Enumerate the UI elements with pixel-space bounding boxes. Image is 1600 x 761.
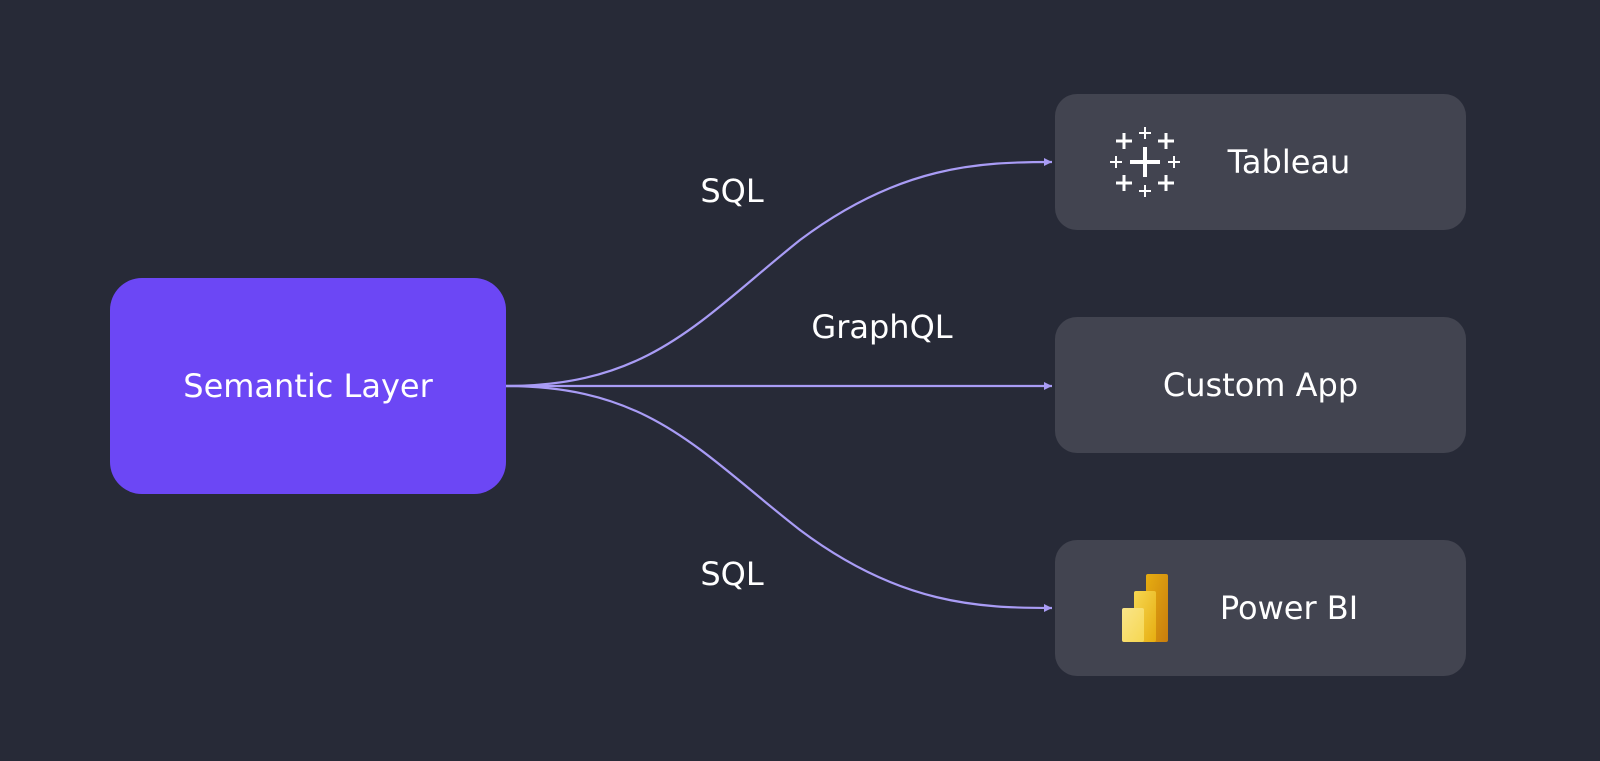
custom-app-node: Custom App [1055,317,1466,453]
edge-label-graphql: GraphQL [811,308,953,346]
power-bi-label: Power BI [1219,589,1359,627]
edge-label-sql-top: SQL [700,172,764,210]
custom-app-label: Custom App [1162,366,1359,404]
edge-sql-top [505,158,1053,388]
tableau-label: Tableau [1227,143,1351,181]
power-bi-node: Power BI [1055,540,1466,676]
semantic-layer-node: Semantic Layer [110,278,506,494]
tableau-logo-icon [1110,127,1180,197]
semantic-layer-label: Semantic Layer [183,367,433,405]
power-bi-logo-icon [1122,574,1168,642]
edge-label-sql-bottom: SQL [700,555,764,593]
tableau-node: Tableau [1055,94,1466,230]
edge-sql-bottom [505,384,1053,612]
